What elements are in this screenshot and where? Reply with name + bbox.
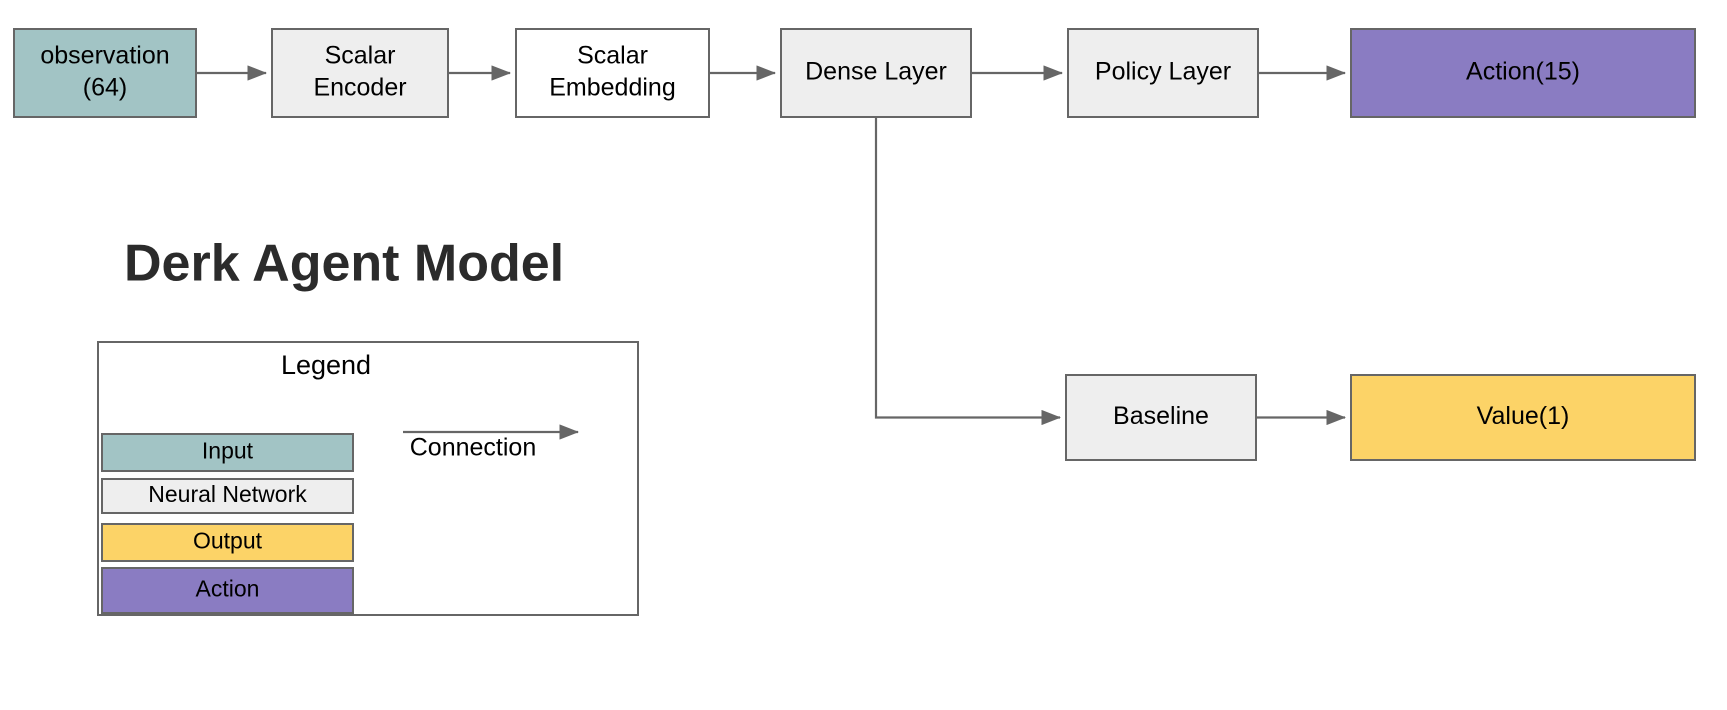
node-box-scalar-encoder — [271, 28, 449, 118]
connection-dense-layer-to-baseline — [874, 117, 1062, 426]
node-dense-layer[interactable]: Dense Layer — [780, 28, 972, 118]
node-label-scalar-encoder: Encoder — [313, 74, 406, 102]
node-baseline[interactable]: Baseline — [1065, 374, 1257, 461]
node-box-dense-layer — [780, 28, 972, 118]
legend-item-action[interactable]: Action — [101, 567, 354, 614]
legend-item-input[interactable]: Input — [101, 433, 354, 472]
node-label-value: Value(1) — [1477, 402, 1570, 430]
legend-title: Legend — [281, 350, 371, 380]
legend-item-output[interactable]: Output — [101, 523, 354, 562]
node-box-observation — [13, 28, 197, 118]
legend-item-connection: Connection — [403, 424, 580, 462]
legend-swatch-neural-network — [101, 478, 354, 514]
legend-connection-label: Connection — [410, 434, 536, 462]
node-box-value — [1350, 374, 1696, 461]
node-policy-layer[interactable]: Policy Layer — [1067, 28, 1259, 118]
node-label-baseline: Baseline — [1113, 402, 1209, 430]
node-label-scalar-embedding: Embedding — [549, 74, 675, 102]
legend-swatch-label-neural-network: Neural Network — [148, 481, 307, 507]
node-label-action: Action(15) — [1466, 58, 1580, 86]
node-value[interactable]: Value(1) — [1350, 374, 1696, 461]
page-title: Derk Agent Model — [124, 235, 564, 293]
node-label-observation: (64) — [83, 74, 127, 102]
legend-swatch-input — [101, 433, 354, 472]
edges-layer — [196, 65, 1347, 426]
node-box-policy-layer — [1067, 28, 1259, 118]
node-label-scalar-encoder: Scalar — [325, 42, 396, 70]
legend-swatch-label-output: Output — [193, 528, 263, 554]
node-box-scalar-embedding — [515, 28, 710, 118]
legend-swatch-output — [101, 523, 354, 562]
node-label-scalar-embedding: Scalar — [577, 42, 648, 70]
node-observation[interactable]: observation (64) — [13, 28, 197, 118]
node-label-dense-layer: Dense Layer — [805, 58, 947, 86]
legend-item-neural-network[interactable]: Neural Network — [101, 478, 354, 514]
node-label-policy-layer: Policy Layer — [1095, 58, 1231, 86]
node-action[interactable]: Action(15) — [1350, 28, 1696, 118]
node-label-observation: observation — [40, 42, 169, 70]
nodes-layer: observation(64)ScalarEncoderScalarEmbedd… — [13, 28, 1696, 461]
legend-swatch-label-input: Input — [202, 438, 254, 464]
node-box-action — [1350, 28, 1696, 118]
legend-swatch-action — [101, 567, 354, 614]
legend-swatch-label-action: Action — [196, 576, 260, 602]
node-box-baseline — [1065, 374, 1257, 461]
